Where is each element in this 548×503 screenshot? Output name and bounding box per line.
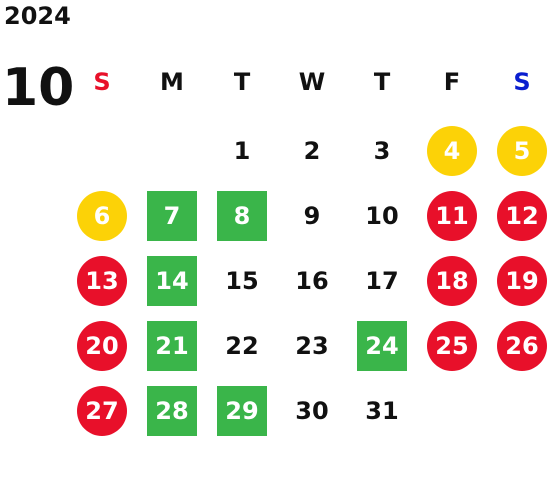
- day-number: 9: [303, 202, 321, 230]
- day-number: 20: [85, 332, 119, 360]
- weekday-header-saturday: S: [513, 68, 531, 96]
- day-number: 12: [505, 202, 539, 230]
- weekday-header-wednesday: W: [298, 68, 326, 96]
- day-number: 15: [225, 267, 259, 295]
- month-number: 10: [2, 58, 75, 118]
- day-number: 18: [435, 267, 469, 295]
- day-cell: 3: [357, 126, 407, 176]
- day-number: 29: [225, 397, 259, 425]
- weekday-header-sunday: S: [93, 68, 111, 96]
- day-number: 13: [85, 267, 119, 295]
- day-cell: 4: [427, 126, 477, 176]
- year-label: 2024: [4, 2, 71, 30]
- day-number: 25: [435, 332, 469, 360]
- weekday-header-monday: M: [160, 68, 184, 96]
- day-cell: 10: [357, 191, 407, 241]
- day-cell: 29: [217, 386, 267, 436]
- day-number: 2: [303, 137, 321, 165]
- day-number: 1: [233, 137, 251, 165]
- day-number: 31: [365, 397, 399, 425]
- day-cell: 6: [77, 191, 127, 241]
- day-cell: 28: [147, 386, 197, 436]
- day-number: 3: [373, 137, 391, 165]
- day-number: 8: [233, 202, 251, 230]
- day-cell: 19: [497, 256, 547, 306]
- weekday-header-thursday: T: [373, 68, 391, 96]
- day-cell: 24: [357, 321, 407, 371]
- day-number: 6: [93, 202, 111, 230]
- day-cell: 11: [427, 191, 477, 241]
- day-cell: 1: [217, 126, 267, 176]
- day-number: 14: [155, 267, 189, 295]
- day-cell: 23: [287, 321, 337, 371]
- day-cell: 25: [427, 321, 477, 371]
- day-cell: 15: [217, 256, 267, 306]
- day-number: 26: [505, 332, 539, 360]
- day-cell: 5: [497, 126, 547, 176]
- day-cell: 16: [287, 256, 337, 306]
- day-number: 17: [365, 267, 399, 295]
- day-number: 28: [155, 397, 189, 425]
- day-cell: 27: [77, 386, 127, 436]
- day-cell: 22: [217, 321, 267, 371]
- day-number: 19: [505, 267, 539, 295]
- day-number: 27: [85, 397, 119, 425]
- day-cell: 7: [147, 191, 197, 241]
- day-cell: 26: [497, 321, 547, 371]
- day-cell: 8: [217, 191, 267, 241]
- day-number: 10: [365, 202, 399, 230]
- day-cell: 12: [497, 191, 547, 241]
- day-number: 22: [225, 332, 259, 360]
- day-cell: 2: [287, 126, 337, 176]
- day-number: 5: [513, 137, 531, 165]
- day-cell: 18: [427, 256, 477, 306]
- day-cell: 14: [147, 256, 197, 306]
- day-cell: 30: [287, 386, 337, 436]
- day-cell: 9: [287, 191, 337, 241]
- day-number: 23: [295, 332, 329, 360]
- day-cell: 20: [77, 321, 127, 371]
- day-cell: 13: [77, 256, 127, 306]
- day-cell: 31: [357, 386, 407, 436]
- day-number: 11: [435, 202, 469, 230]
- day-cell: 21: [147, 321, 197, 371]
- day-number: 16: [295, 267, 329, 295]
- weekday-header-friday: F: [443, 68, 461, 96]
- day-cell: 17: [357, 256, 407, 306]
- day-number: 21: [155, 332, 189, 360]
- day-number: 30: [295, 397, 329, 425]
- day-number: 7: [163, 202, 181, 230]
- day-number: 24: [365, 332, 399, 360]
- weekday-header-tuesday: T: [233, 68, 251, 96]
- day-number: 4: [443, 137, 461, 165]
